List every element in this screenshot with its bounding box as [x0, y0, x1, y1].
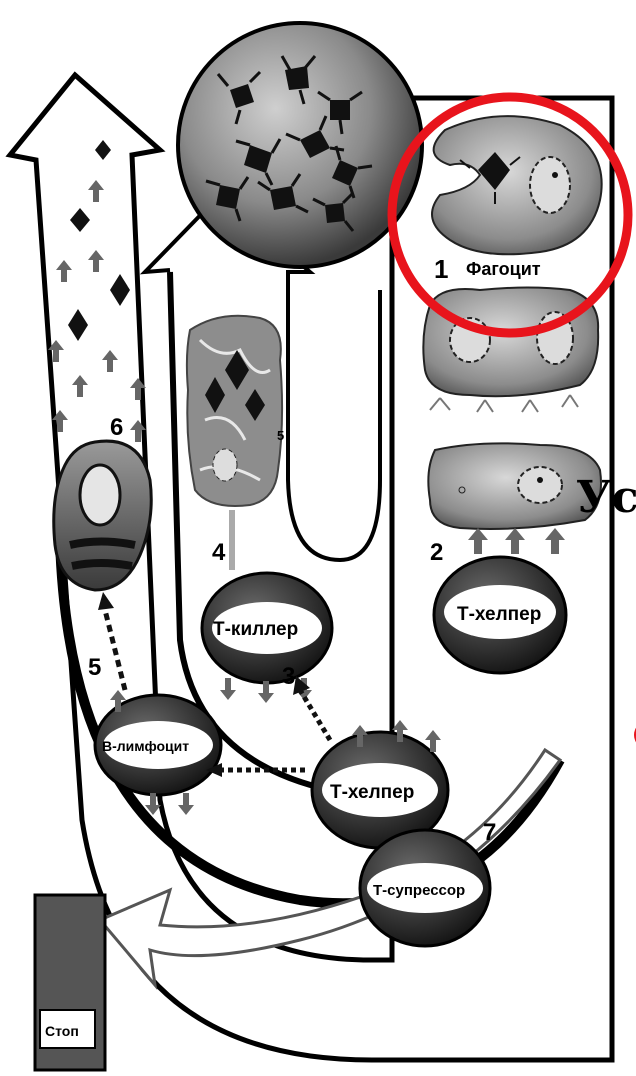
infected-tissue [187, 316, 282, 506]
number-1: 1 [434, 254, 448, 284]
label-t-helper-center: Т-хелпер [330, 782, 414, 803]
number-3: 3 [282, 663, 295, 690]
stop-block [35, 895, 105, 1070]
label-t-helper-right: Т-хелпер [457, 604, 541, 625]
number-5-small: 5 [277, 428, 284, 443]
label-partial-text: Ус [576, 472, 636, 523]
number-2: 2 [430, 539, 443, 566]
number-4: 4 [212, 539, 226, 566]
label-t-suppressor: Т-супрессор [373, 882, 465, 899]
pathogen-sphere [178, 23, 422, 267]
number-5: 5 [88, 654, 101, 681]
arrow-helper-to-killer [300, 690, 330, 740]
number-6: 6 [110, 414, 123, 441]
label-phagocyte: Фагоцит [466, 259, 541, 279]
number-7: 7 [483, 819, 496, 846]
label-t-killer: Т-киллер [213, 619, 298, 640]
label-stop: Стоп [45, 1023, 79, 1039]
label-b-lymphocyte: В-лимфоцит [102, 738, 189, 754]
